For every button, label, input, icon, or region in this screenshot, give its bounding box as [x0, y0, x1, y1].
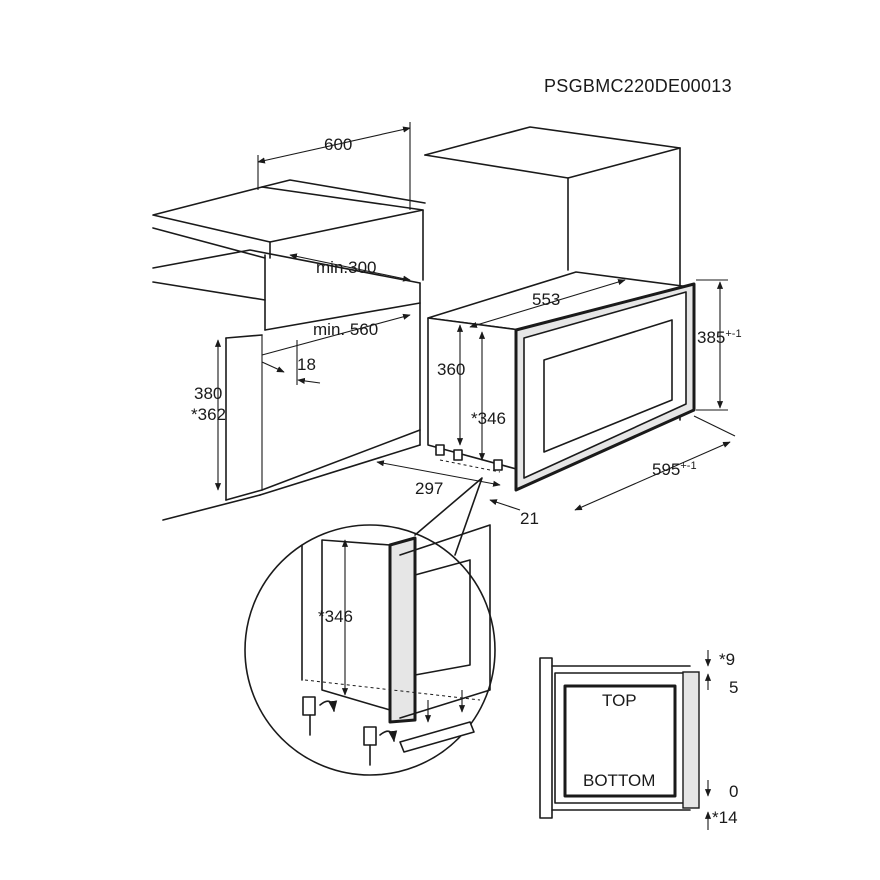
label-body-height-alt: *346 [471, 409, 506, 428]
label-body-height: 360 [437, 360, 465, 379]
label-appliance-depth: 553 [532, 290, 560, 309]
label-niche-height-alt: *362 [191, 405, 226, 424]
label-front-height: 385+-1 [697, 328, 742, 347]
label-bottom-offset: 0 [729, 782, 738, 801]
label-niche-height: 380 [194, 384, 222, 403]
detail-magnifier [244, 477, 496, 776]
frame-detail [539, 650, 712, 830]
label-gap: 18 [297, 355, 316, 374]
label-foot-offset: 297 [415, 479, 443, 498]
label-min-depth-niche: min. 560 [313, 320, 378, 339]
label-frame-offset: 21 [520, 509, 539, 528]
label-top-gap: *9 [719, 650, 735, 669]
label-bottom-gap: *14 [712, 808, 738, 827]
kitchen-cabinetry [152, 126, 681, 521]
microwave-appliance [427, 271, 696, 492]
label-top: TOP [602, 691, 637, 710]
label-cabinet-width: 600 [324, 135, 352, 154]
drawing-code: PSGBMC220DE00013 [544, 76, 732, 96]
label-front-width: 595+-1 [652, 460, 697, 479]
label-detail-height: *346 [318, 607, 353, 626]
label-top-offset: 5 [729, 678, 738, 697]
label-bottom: BOTTOM [583, 771, 655, 790]
label-min-depth-top: min.300 [316, 258, 376, 277]
